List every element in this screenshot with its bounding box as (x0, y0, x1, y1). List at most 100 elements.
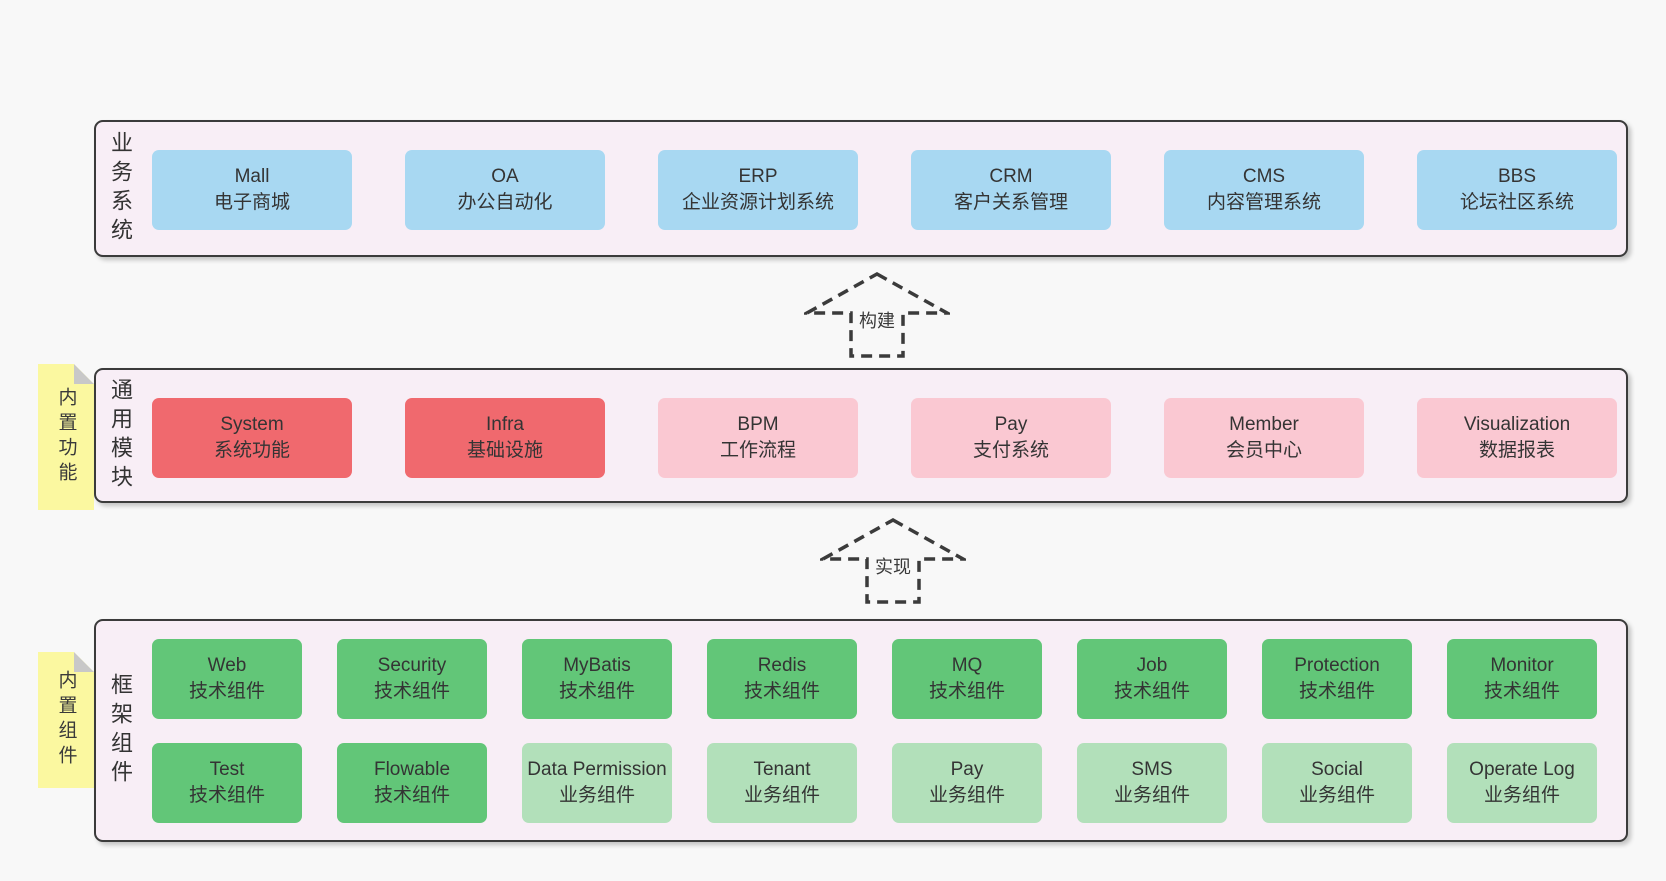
box-member: Member 会员中心 (1164, 398, 1364, 478)
box-title: CRM (989, 166, 1033, 188)
sticky-note-builtin-components: 内置组件 (38, 652, 94, 788)
box-title: Pay (950, 759, 984, 781)
box-bbs: BBS 论坛社区系统 (1417, 150, 1617, 230)
box-subtitle: 会员中心 (1225, 440, 1302, 461)
box-title: ERP (738, 166, 778, 188)
sticky-note-builtin-features: 内置功能 (38, 364, 94, 510)
box-title: MyBatis (563, 655, 631, 677)
box-title: Redis (757, 655, 807, 677)
arrow-label: 构建 (855, 306, 899, 334)
box-title: CMS (1242, 166, 1286, 188)
box-subtitle: 系统功能 (213, 440, 290, 461)
box-subtitle: 电子商城 (213, 192, 290, 213)
box-title: OA (491, 166, 519, 188)
box-subtitle: 技术组件 (188, 681, 265, 702)
box-monitor: Monitor 技术组件 (1447, 639, 1597, 719)
box-subtitle: 业务组件 (1113, 785, 1190, 806)
box-crm: CRM 客户关系管理 (911, 150, 1111, 230)
box-title: Tenant (753, 759, 811, 781)
framework-row-1: Web 技术组件 Security 技术组件 MyBatis 技术组件 Redi… (152, 639, 1597, 719)
box-subtitle: 客户关系管理 (953, 192, 1068, 213)
note-label: 内置组件 (55, 670, 77, 770)
box-subtitle: 技术组件 (373, 681, 450, 702)
box-flowable: Flowable 技术组件 (337, 743, 487, 823)
up-arrow-icon (804, 272, 950, 358)
box-social: Social 业务组件 (1262, 743, 1412, 823)
box-subtitle: 基础设施 (466, 440, 543, 461)
box-subtitle: 技术组件 (1298, 681, 1375, 702)
box-pay: Pay 支付系统 (911, 398, 1111, 478)
box-subtitle: 技术组件 (558, 681, 635, 702)
box-title: Mall (234, 166, 270, 188)
box-subtitle: 技术组件 (373, 785, 450, 806)
box-mq: MQ 技术组件 (892, 639, 1042, 719)
box-title: Job (1136, 655, 1168, 677)
box-subtitle: 工作流程 (719, 440, 796, 461)
box-title: Visualization (1463, 414, 1571, 436)
box-subtitle: 业务组件 (1298, 785, 1375, 806)
box-subtitle: 业务组件 (558, 785, 635, 806)
layer-label-modules: 通用模块 (108, 377, 133, 494)
box-subtitle: 内容管理系统 (1206, 192, 1321, 213)
box-title: Member (1229, 414, 1299, 436)
box-subtitle: 企业资源计划系统 (681, 192, 834, 213)
box-subtitle: 业务组件 (743, 785, 820, 806)
box-mybatis: MyBatis 技术组件 (522, 639, 672, 719)
box-mall: Mall 电子商城 (152, 150, 352, 230)
box-title: Pay (994, 414, 1028, 436)
box-protection: Protection 技术组件 (1262, 639, 1412, 719)
box-system: System 系统功能 (152, 398, 352, 478)
arrow-label: 实现 (871, 552, 915, 580)
common-modules-row: System 系统功能 Infra 基础设施 BPM 工作流程 Pay 支付系统… (152, 398, 1617, 478)
box-title: Test (209, 759, 245, 781)
box-operate-log: Operate Log 业务组件 (1447, 743, 1597, 823)
box-tenant: Tenant 业务组件 (707, 743, 857, 823)
box-subtitle: 技术组件 (1113, 681, 1190, 702)
box-subtitle: 业务组件 (1483, 785, 1560, 806)
box-erp: ERP 企业资源计划系统 (658, 150, 858, 230)
box-web: Web 技术组件 (152, 639, 302, 719)
box-title: Web (207, 655, 247, 677)
box-bpm: BPM 工作流程 (658, 398, 858, 478)
note-label: 内置功能 (55, 387, 77, 487)
box-subtitle: 技术组件 (1483, 681, 1560, 702)
up-arrow-icon (820, 518, 966, 604)
box-redis: Redis 技术组件 (707, 639, 857, 719)
arrow-implement: 实现 (820, 518, 966, 604)
box-data-permission: Data Permission 业务组件 (522, 743, 672, 823)
box-title: Protection (1294, 655, 1380, 677)
box-title: Monitor (1490, 655, 1554, 677)
box-cms: CMS 内容管理系统 (1164, 150, 1364, 230)
box-job: Job 技术组件 (1077, 639, 1227, 719)
box-subtitle: 技术组件 (188, 785, 265, 806)
box-title: BBS (1497, 166, 1537, 188)
business-systems-row: Mall 电子商城 OA 办公自动化 ERP 企业资源计划系统 CRM 客户关系… (152, 150, 1617, 230)
box-infra: Infra 基础设施 (405, 398, 605, 478)
layer-label-framework: 框架组件 (108, 672, 133, 789)
box-title: Flowable (373, 759, 451, 781)
box-sms: SMS 业务组件 (1077, 743, 1227, 823)
box-visualization: Visualization 数据报表 (1417, 398, 1617, 478)
box-subtitle: 办公自动化 (457, 192, 553, 213)
box-title: Infra (485, 414, 525, 436)
box-title: System (220, 414, 284, 436)
folded-corner-icon (74, 652, 94, 672)
framework-row-2: Test 技术组件 Flowable 技术组件 Data Permission … (152, 743, 1597, 823)
box-security: Security 技术组件 (337, 639, 487, 719)
box-subtitle: 业务组件 (928, 785, 1005, 806)
box-title: Social (1311, 759, 1363, 781)
box-test: Test 技术组件 (152, 743, 302, 823)
arrow-build: 构建 (804, 272, 950, 358)
box-title: Operate Log (1469, 759, 1575, 781)
box-title: MQ (951, 655, 983, 677)
box-subtitle: 数据报表 (1478, 440, 1555, 461)
box-subtitle: 技术组件 (743, 681, 820, 702)
box-subtitle: 支付系统 (972, 440, 1049, 461)
box-pay-component: Pay 业务组件 (892, 743, 1042, 823)
box-subtitle: 论坛社区系统 (1459, 192, 1574, 213)
box-title: BPM (737, 414, 779, 436)
box-title: SMS (1131, 759, 1173, 781)
folded-corner-icon (74, 364, 94, 384)
box-oa: OA 办公自动化 (405, 150, 605, 230)
